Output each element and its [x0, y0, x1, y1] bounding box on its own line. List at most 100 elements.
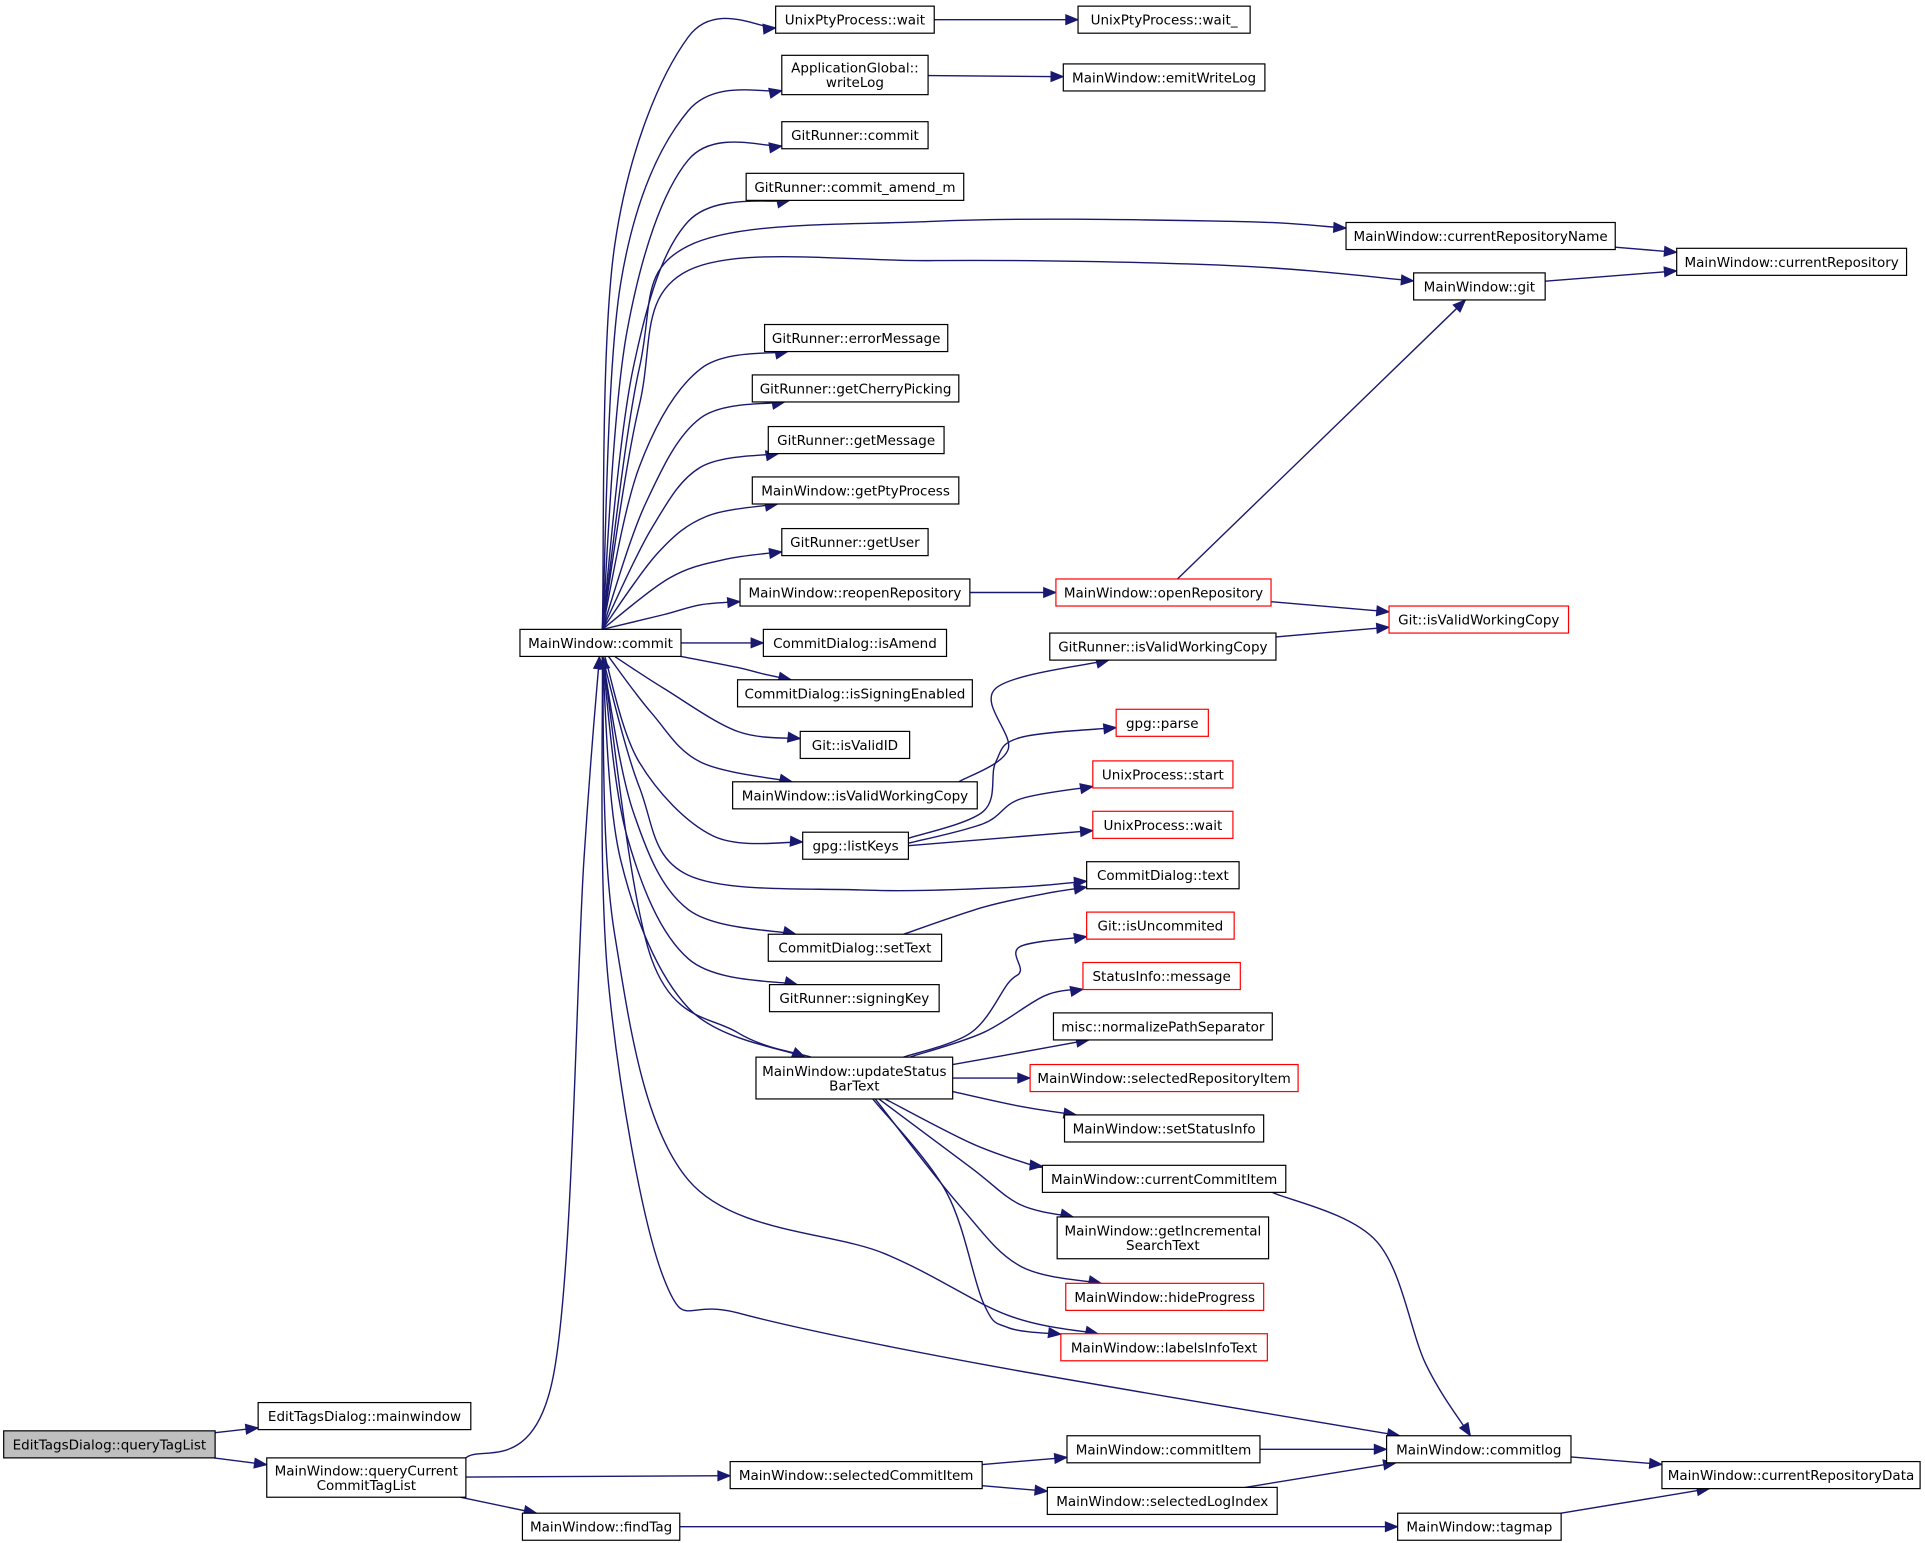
- node-label: CommitDialog::isAmend: [773, 636, 937, 652]
- edge-qctl-to-findTag: [460, 1496, 537, 1514]
- node-selLogIndex[interactable]: MainWindow::selectedLogIndex: [1046, 1486, 1278, 1516]
- node-errMsg[interactable]: GitRunner::errorMessage: [763, 323, 949, 353]
- node-label: MainWindow::openRepository: [1064, 585, 1263, 601]
- node-box: [3, 1430, 216, 1459]
- edge-updStatus-to-gitIsUncommited: [903, 935, 1087, 1058]
- node-getCherry[interactable]: GitRunner::getCherryPicking: [751, 374, 960, 403]
- node-getPty[interactable]: MainWindow::getPtyProcess: [751, 476, 960, 505]
- node-setStatusInfo[interactable]: MainWindow::setStatusInfo: [1063, 1114, 1265, 1143]
- node-box: [751, 476, 960, 505]
- edge-updStatus-to-curCommitItem-arrowhead: [1029, 1159, 1044, 1171]
- node-normPath[interactable]: misc::normalizePathSeparator: [1052, 1012, 1273, 1041]
- node-uppWait[interactable]: UnixPtyProcess::wait: [775, 5, 935, 34]
- node-label: GitRunner::getCherryPicking: [760, 381, 952, 397]
- node-box: [1029, 1063, 1299, 1093]
- edge-selCommitItem-to-selLogIndex-arrowhead: [1034, 1484, 1049, 1496]
- node-label: Git::isValidWorkingCopy: [1398, 613, 1559, 629]
- edge-grIsValidWC-to-gitIsValidWC: [1275, 626, 1390, 638]
- node-curCommitItem[interactable]: MainWindow::currentCommitItem: [1041, 1164, 1287, 1193]
- node-commitItem[interactable]: MainWindow::commitItem: [1066, 1435, 1261, 1464]
- node-box: [1065, 1282, 1265, 1311]
- edge-commit-to-commitlog: [601, 656, 1400, 1437]
- edge-root-to-mainwindow-arrowhead: [244, 1423, 260, 1435]
- node-emitWriteLog[interactable]: MainWindow::emitWriteLog: [1062, 63, 1266, 92]
- edge-mwGit-to-curRepo-arrowhead: [1663, 266, 1679, 278]
- node-mwGit[interactable]: MainWindow::git: [1413, 272, 1546, 301]
- node-curRepo[interactable]: MainWindow::currentRepository: [1676, 247, 1908, 276]
- edge-updStatus-to-labelsInfo-arrowhead: [1047, 1327, 1063, 1339]
- node-uppWait_[interactable]: UnixPtyProcess::wait_: [1077, 5, 1251, 34]
- edge-commit-to-getPty: [601, 503, 778, 630]
- node-label: MainWindow::getPtyProcess: [761, 483, 950, 499]
- node-box: [732, 781, 978, 810]
- node-tagmap[interactable]: MainWindow::tagmap: [1397, 1512, 1562, 1541]
- node-gitIsValidID[interactable]: Git::isValidID: [799, 730, 911, 760]
- node-box: [1397, 1512, 1562, 1541]
- node-hideProgress[interactable]: MainWindow::hideProgress: [1065, 1282, 1265, 1311]
- node-box: [1062, 63, 1266, 92]
- node-siMessage[interactable]: StatusInfo::message: [1082, 961, 1241, 991]
- node-getMessage[interactable]: GitRunner::getMessage: [767, 425, 945, 455]
- node-box: [781, 527, 929, 557]
- node-gpgListKeys[interactable]: gpg::listKeys: [802, 831, 910, 860]
- edge-layer: [213, 14, 1711, 1533]
- node-findTag[interactable]: MainWindow::findTag: [521, 1512, 681, 1541]
- node-label: GitRunner::isValidWorkingCopy: [1058, 640, 1267, 656]
- node-label: StatusInfo::message: [1092, 969, 1230, 985]
- node-writeLog[interactable]: ApplicationGlobal::writeLog: [781, 54, 929, 96]
- node-getUser[interactable]: GitRunner::getUser: [781, 527, 929, 557]
- node-box: [781, 54, 929, 96]
- edge-reopenRepo-to-openRepo-arrowhead: [1043, 586, 1058, 599]
- node-label: MainWindow::reopenRepository: [749, 585, 962, 601]
- edge-commit-to-gitIsValidID: [614, 655, 801, 740]
- node-commit[interactable]: MainWindow::commit: [519, 628, 682, 658]
- edge-commit-to-reopenRepo-arrowhead: [726, 597, 742, 609]
- node-label: MainWindow::selectedRepositoryItem: [1037, 1071, 1290, 1087]
- edge-updStatus-to-labelsInfo: [872, 1098, 1061, 1335]
- node-upStart[interactable]: UnixProcess::start: [1092, 760, 1234, 789]
- node-selRepoItem[interactable]: MainWindow::selectedRepositoryItem: [1029, 1063, 1299, 1093]
- edge-grIsValidWC-to-gitIsValidWC-arrowhead: [1375, 622, 1391, 634]
- edge-openRepo-to-gitIsValidWC: [1270, 601, 1390, 613]
- node-label: ApplicationGlobal::: [791, 61, 919, 77]
- node-root[interactable]: EditTagsDialog::queryTagList: [3, 1430, 216, 1459]
- edge-commit-to-cdIsAmend-arrowhead: [750, 637, 765, 649]
- node-label: MainWindow::currentRepository: [1684, 255, 1898, 271]
- node-mwIsValidWC[interactable]: MainWindow::isValidWorkingCopy: [732, 781, 978, 810]
- node-grCommit[interactable]: GitRunner::commit: [781, 121, 929, 150]
- edge-commit-to-gitIsValidID-arrowhead: [786, 731, 802, 743]
- node-reopenRepo[interactable]: MainWindow::reopenRepository: [739, 578, 971, 607]
- node-box: [1046, 1486, 1278, 1516]
- node-grSigningKey[interactable]: GitRunner::signingKey: [768, 984, 940, 1013]
- edge-commit-to-cdText: [601, 656, 1087, 892]
- edge-updStatus-to-commit: [601, 656, 812, 1058]
- node-box: [1060, 1333, 1268, 1362]
- node-label: MainWindow::tagmap: [1406, 1520, 1552, 1536]
- node-openRepo[interactable]: MainWindow::openRepository: [1055, 578, 1272, 607]
- node-cdSigning[interactable]: CommitDialog::isSigningEnabled: [736, 679, 973, 708]
- node-grIsValidWC[interactable]: GitRunner::isValidWorkingCopy: [1049, 632, 1277, 661]
- node-commitlog[interactable]: MainWindow::commitlog: [1385, 1435, 1572, 1464]
- edge-commit-to-grSigningKey: [601, 656, 798, 986]
- node-label: gpg::listKeys: [812, 839, 898, 855]
- node-box: [768, 984, 940, 1013]
- node-selCommitItem[interactable]: MainWindow::selectedCommitItem: [729, 1460, 983, 1490]
- node-curRepoData[interactable]: MainWindow::currentRepositoryData: [1661, 1460, 1921, 1490]
- node-cdSetText[interactable]: CommitDialog::setText: [767, 933, 943, 962]
- node-gitIsValidWC[interactable]: Git::isValidWorkingCopy: [1388, 605, 1570, 634]
- node-mainwindow[interactable]: EditTagsDialog::mainwindow: [257, 1401, 472, 1431]
- node-grCommitAmend[interactable]: GitRunner::commit_amend_m: [745, 172, 965, 201]
- edge-commit-to-curRepoName: [601, 218, 1347, 630]
- edge-openRepo-to-mwGit: [1176, 299, 1466, 580]
- node-gitIsUncommited[interactable]: Git::isUncommited: [1086, 911, 1235, 940]
- node-labelsInfo[interactable]: MainWindow::labelsInfoText: [1060, 1333, 1268, 1362]
- node-upWait[interactable]: UnixProcess::wait: [1092, 810, 1234, 839]
- node-cdText[interactable]: CommitDialog::text: [1086, 861, 1240, 890]
- node-curRepoName[interactable]: MainWindow::currentRepositoryName: [1345, 221, 1616, 251]
- node-cdIsAmend[interactable]: CommitDialog::isAmend: [762, 628, 948, 658]
- node-gpgParse[interactable]: gpg::parse: [1115, 708, 1209, 737]
- edge-curRepoName-to-curRepo-arrowhead: [1663, 245, 1679, 257]
